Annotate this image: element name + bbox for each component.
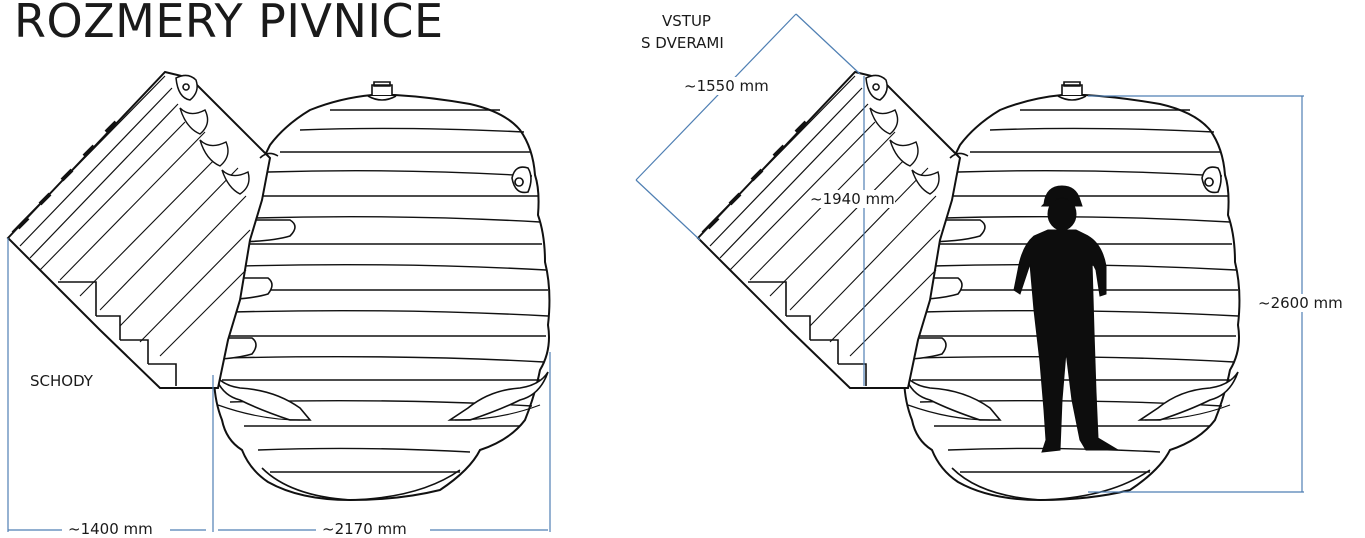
dimension-stairs-width-label: ~1400 mm <box>68 520 153 538</box>
cellar-left-view <box>6 70 552 502</box>
page-title: ROZMERY PIVNICE <box>14 0 444 48</box>
entrance-label-line2: S DVERAMI <box>641 34 724 52</box>
person-silhouette <box>1013 185 1120 453</box>
dimension-cellar-width-label: ~2170 mm <box>322 520 407 538</box>
dimension-entrance-length-ext-b <box>795 13 861 75</box>
dimension-entrance-height-label: ~1940 mm <box>810 190 895 208</box>
dimension-entrance-length-line <box>635 13 797 181</box>
cellar-right-view <box>696 70 1242 502</box>
entrance-label-line1: VSTUP <box>662 12 711 30</box>
stairs-label: SCHODY <box>30 372 93 390</box>
dimension-entrance-length-ext-a <box>635 179 701 241</box>
dimension-entrance-length-label: ~1550 mm <box>684 77 769 95</box>
dimension-cellar-height-label: ~2600 mm <box>1258 294 1343 312</box>
